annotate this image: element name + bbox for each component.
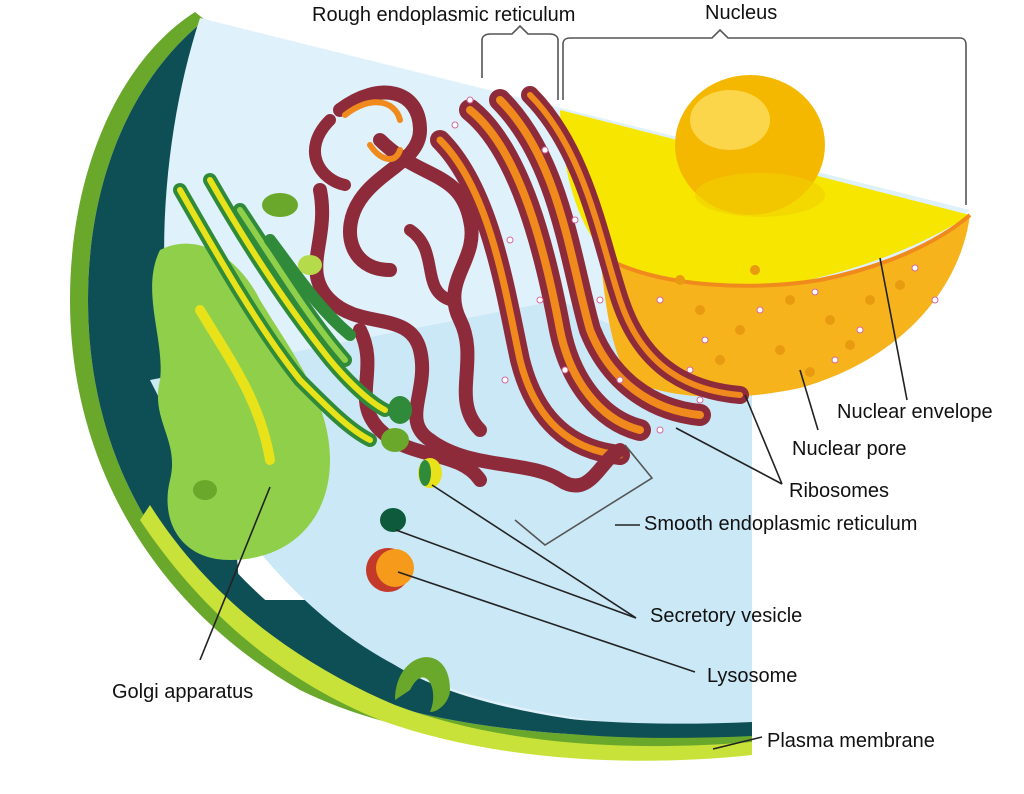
- label-secretory-vesicle: Secretory vesicle: [650, 605, 802, 627]
- outer-membrane-edge: [70, 12, 752, 752]
- lysosome: [366, 548, 414, 592]
- label-nuclear-envelope: Nuclear envelope: [837, 401, 993, 423]
- rough-er: [430, 86, 749, 465]
- golgi-vesicle-3: [388, 396, 412, 424]
- rough-er-bracket: [481, 24, 559, 100]
- nuclear-envelope-leader: [879, 257, 908, 401]
- golgi-vesicle-5: [193, 480, 217, 500]
- secretory-vesicle-2: [380, 508, 406, 532]
- golgi-vesicle-1: [262, 193, 298, 217]
- label-nuclear-pore: Nuclear pore: [792, 438, 907, 460]
- nucleus-envelope-edge: [598, 213, 972, 288]
- golgi-leader: [199, 486, 271, 661]
- nucleus-bracket: [562, 28, 967, 205]
- secretory-vesicle-leader-2: [395, 529, 637, 619]
- membrane-invagination: [395, 657, 450, 712]
- label-lysosome: Lysosome: [707, 665, 797, 687]
- lysosome-leader: [397, 571, 696, 673]
- nucleus-cut-face: [600, 215, 970, 397]
- secretory-vesicles: [380, 458, 442, 532]
- secretory-vesicle-1-inner: [419, 460, 431, 486]
- label-rough-er: Rough endoplasmic reticulum: [312, 4, 575, 26]
- golgi-vesicle-2: [298, 255, 322, 275]
- label-golgi: Golgi apparatus: [112, 681, 253, 703]
- cell-rim-lower: [150, 510, 752, 738]
- label-smooth-er: Smooth endoplasmic reticulum: [644, 513, 917, 535]
- golgi-body: [152, 243, 330, 560]
- nuclear-pores: [675, 265, 905, 377]
- nucleus-ribosome-dots: [656, 264, 939, 374]
- rough-er-ribosome-dots: [451, 96, 704, 434]
- lysosome-orange: [376, 549, 414, 587]
- plasma-membrane-leader: [712, 736, 763, 750]
- golgi-apparatus: [152, 173, 412, 560]
- label-ribosomes: Ribosomes: [789, 480, 889, 502]
- plasma-membrane-shape: [140, 505, 752, 761]
- nucleolus-shadow: [695, 173, 825, 217]
- smooth-er: [308, 85, 627, 493]
- nucleolus-highlight: [690, 90, 770, 150]
- label-plasma-membrane: Plasma membrane: [767, 730, 935, 752]
- ribosomes-leader-2: [675, 427, 783, 485]
- golgi-vesicle-4: [381, 428, 409, 452]
- nuclear-pore-leader: [799, 369, 819, 431]
- label-nucleus: Nucleus: [705, 2, 777, 24]
- nucleus: [560, 75, 972, 397]
- secretory-vesicle-leader-1: [431, 484, 637, 619]
- smooth-er-bracket: [514, 444, 654, 546]
- ribosomes-leader-1: [744, 394, 783, 485]
